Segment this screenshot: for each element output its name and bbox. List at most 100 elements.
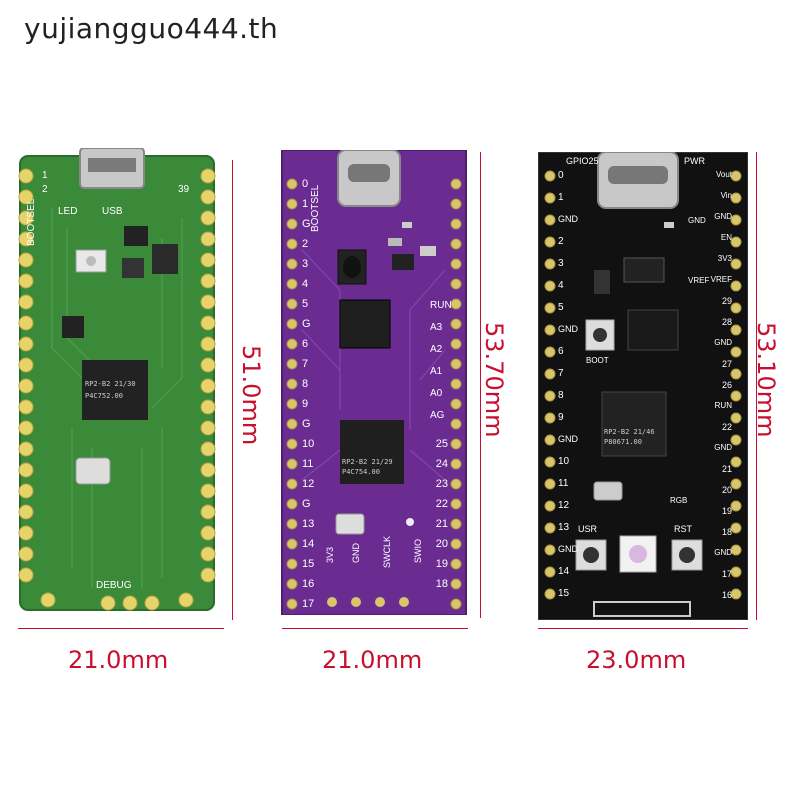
black-pin-label: 10 <box>558 456 570 467</box>
pico-left-pads <box>18 168 34 583</box>
black-boot-label: BOOT <box>586 356 609 365</box>
purple-pin-label: 10 <box>302 438 315 450</box>
purple-pin-label: 23 <box>435 478 448 490</box>
purple-bottom-label: GND <box>351 543 361 563</box>
black-pin-label: GND <box>558 214 578 224</box>
purple-bottom-labels: 3V3 GND SWCLK SWIO <box>320 536 428 568</box>
black-pin-label: 7 <box>558 368 564 379</box>
purple-bottom-label: SWCLK <box>382 535 392 568</box>
black-pin-label: 22 <box>721 422 732 432</box>
black-pin-label: 28 <box>721 317 732 327</box>
pico-board: BOOTSEL LED USB 1 2 39 RP2-B2 21/30 P4C7… <box>12 147 222 618</box>
black-chip-text-1: RP2-B2 21/46 <box>604 428 655 436</box>
purple-pin-label: G <box>302 218 311 230</box>
black-pin-label: 27 <box>721 359 732 369</box>
purple-pin-label: 17 <box>302 598 315 610</box>
purple-board-image <box>281 149 467 616</box>
purple-pin-label: 19 <box>435 558 448 570</box>
black-pin-label: GND <box>714 548 732 557</box>
purple-pin-label: 24 <box>435 458 448 470</box>
black-pin-label: VREF <box>710 275 732 284</box>
purple-width-label: 21.0mm <box>322 646 423 674</box>
black-vref-label: VREF <box>688 276 710 285</box>
black-pin-label: 18 <box>721 527 732 537</box>
black-rgb-label: RGB <box>670 496 688 505</box>
purple-bottom-label: SWIO <box>413 539 423 563</box>
black-top-left-label: GPIO25 <box>566 156 599 166</box>
purple-pin-label: 21 <box>435 518 448 530</box>
black-board: GPIO25 PWR VREF BOOT RP2-B2 21/46 P80671… <box>537 151 749 621</box>
purple-pin-label: 3 <box>302 258 309 270</box>
purple-pin-label: 16 <box>302 578 315 590</box>
purple-side-label: A0 <box>430 388 443 399</box>
black-pin-label: GND <box>714 443 732 452</box>
black-pin-label: Vout <box>715 170 732 179</box>
pico-chip-text-1: RP2-B2 21/30 <box>85 380 136 388</box>
pico-pin2-label: 2 <box>42 184 48 195</box>
purple-rp2040-chip <box>340 420 404 484</box>
purple-left-pin-labels: 0 1 G 2 3 4 5 G 6 7 8 9 G 10 11 12 G 13 … <box>302 178 322 618</box>
black-pin-label: 16 <box>721 590 732 600</box>
purple-flash-chip <box>339 299 391 349</box>
pico-height-line <box>232 160 233 620</box>
black-pin-label: RUN <box>714 401 732 410</box>
purple-pin-label: 8 <box>302 378 309 390</box>
pico-chip-text-2: P4C752.00 <box>85 392 123 400</box>
watermark-text: yujiangguo444.th <box>24 12 279 45</box>
black-pin-label: 13 <box>558 522 570 533</box>
purple-pin-label: 1 <box>302 198 309 210</box>
black-pin-label: EN <box>720 233 732 242</box>
pico-debug-pads <box>40 592 194 611</box>
black-pin-label: 5 <box>558 302 564 313</box>
pico-pin1-label: 1 <box>42 170 48 181</box>
black-pin-label: 20 <box>721 485 732 495</box>
purple-pin-label: 18 <box>435 578 448 590</box>
pico-board-image <box>18 147 216 611</box>
pico-rp2040-chip <box>82 360 148 420</box>
purple-side-label: RUN <box>430 300 452 311</box>
black-pin-label: 17 <box>721 569 732 579</box>
purple-chip-text-1: RP2-B2 21/29 <box>342 458 393 466</box>
purple-pin-label: 25 <box>435 438 448 450</box>
purple-chip-text-2: P4C754.00 <box>342 468 380 476</box>
purple-pin-label: 15 <box>302 558 315 570</box>
purple-pin-label: G <box>302 498 311 510</box>
black-width-line <box>538 628 748 629</box>
black-chip-text-2: P80671.00 <box>604 438 642 446</box>
purple-side-label: A1 <box>430 366 443 377</box>
black-pin-label: 14 <box>558 566 570 577</box>
black-pin-label: 29 <box>721 296 732 306</box>
black-pin-label: GND <box>558 434 578 444</box>
purple-pin-label: 4 <box>302 278 309 290</box>
purple-pin-label: 6 <box>302 338 309 350</box>
purple-side-label: A2 <box>430 344 443 355</box>
purple-height-label: 53.70mm <box>480 322 508 438</box>
black-pin-label: GND <box>558 544 578 554</box>
pico-led-label: LED <box>58 206 78 217</box>
purple-side-labels: RUN A3 A2 A1 A0 AG <box>430 300 452 432</box>
purple-pin-label: 9 <box>302 398 309 410</box>
purple-pin-label: 11 <box>302 458 314 470</box>
pico-usb-label: USB <box>102 206 123 217</box>
black-pin-label: Vin <box>720 191 732 200</box>
black-pin-label: GND <box>558 324 578 334</box>
black-pin-label: 9 <box>558 412 564 423</box>
black-pin-label: 1 <box>558 192 564 203</box>
black-width-label: 23.0mm <box>586 646 687 674</box>
pico-right-pads <box>200 168 216 583</box>
black-pin-label: 0 <box>558 170 564 181</box>
pico-bootsel-label: BOOTSEL <box>26 198 37 246</box>
purple-pin-label: G <box>302 318 311 330</box>
black-pin-label: 26 <box>721 380 732 390</box>
black-pin-label: 15 <box>558 588 570 599</box>
purple-right-pin-labels: 25 24 23 22 21 20 19 18 <box>426 438 448 598</box>
purple-width-line <box>282 628 468 629</box>
purple-pin-label: 22 <box>435 498 448 510</box>
black-gnd-label: GND <box>688 216 706 225</box>
purple-pin-label: 2 <box>302 238 309 250</box>
pico-debug-label: DEBUG <box>96 580 132 591</box>
black-usr-label: USR <box>578 524 598 534</box>
purple-pin-label: 0 <box>302 178 309 190</box>
black-pin-label: 12 <box>558 500 570 511</box>
purple-bottom-label: 3V3 <box>325 546 335 563</box>
